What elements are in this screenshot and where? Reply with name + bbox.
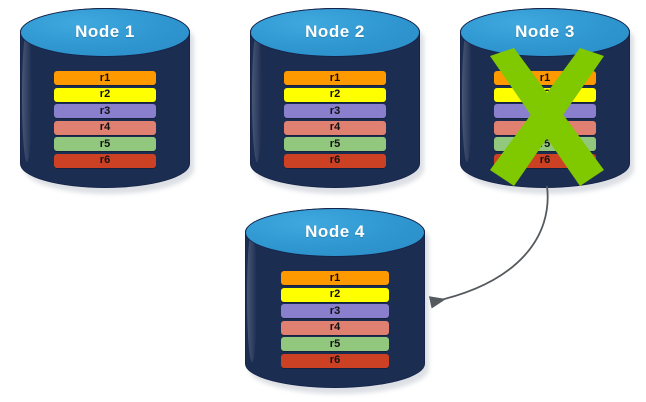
record-r4[interactable]: r4	[281, 320, 389, 335]
record-r3[interactable]: r3	[284, 104, 386, 118]
record-r5[interactable]: r5	[281, 337, 389, 351]
record-r6[interactable]: r6	[54, 153, 156, 168]
node-3-label: Node 3	[515, 22, 575, 42]
node-2-records: r1 r2 r3 r4 r5 r6	[284, 71, 386, 168]
node-2-cylinder-top: Node 2	[250, 8, 420, 57]
node-2-label: Node 2	[305, 22, 365, 42]
record-r5[interactable]: r5	[494, 137, 596, 151]
node-1-records: r1 r2 r3 r4 r5 r6	[54, 71, 156, 168]
record-r4[interactable]: r4	[494, 120, 596, 135]
record-r6[interactable]: r6	[281, 353, 389, 368]
record-r6[interactable]: r6	[494, 153, 596, 168]
node-3[interactable]: Node 3 r1 r2 r3 r4 r5 r6	[460, 8, 634, 194]
record-r5[interactable]: r5	[54, 137, 156, 151]
node-4-label: Node 4	[305, 222, 365, 242]
record-r2[interactable]: r2	[494, 87, 596, 102]
record-r3[interactable]: r3	[54, 104, 156, 118]
node-1-highlight	[22, 30, 32, 163]
node-3-records: r1 r2 r3 r4 r5 r6	[494, 71, 596, 168]
node-3-cylinder-top: Node 3	[460, 8, 630, 57]
node-4-cylinder-top: Node 4	[245, 208, 425, 257]
record-r1[interactable]: r1	[54, 71, 156, 85]
node-2[interactable]: Node 2 r1 r2 r3 r4 r5 r6	[250, 8, 424, 194]
node-4[interactable]: Node 4 r1 r2 r3 r4 r5 r6	[245, 208, 429, 394]
record-r1[interactable]: r1	[281, 271, 389, 285]
record-r4[interactable]: r4	[54, 120, 156, 135]
record-r3[interactable]: r3	[281, 304, 389, 318]
record-r3[interactable]: r3	[494, 104, 596, 118]
record-r1[interactable]: r1	[284, 71, 386, 85]
node-1-cylinder-top: Node 1	[20, 8, 190, 57]
node-3-highlight	[462, 30, 472, 163]
record-r1[interactable]: r1	[494, 71, 596, 85]
record-r6[interactable]: r6	[284, 153, 386, 168]
record-r2[interactable]: r2	[54, 87, 156, 102]
node-2-highlight	[252, 30, 262, 163]
node-1[interactable]: Node 1 r1 r2 r3 r4 r5 r6	[20, 8, 194, 194]
node-1-label: Node 1	[75, 22, 135, 42]
node-4-records: r1 r2 r3 r4 r5 r6	[281, 271, 389, 368]
record-r5[interactable]: r5	[284, 137, 386, 151]
record-r2[interactable]: r2	[281, 287, 389, 302]
migration-arrow-path	[428, 185, 549, 309]
record-r4[interactable]: r4	[284, 120, 386, 135]
node-4-highlight	[247, 230, 257, 363]
record-r2[interactable]: r2	[284, 87, 386, 102]
